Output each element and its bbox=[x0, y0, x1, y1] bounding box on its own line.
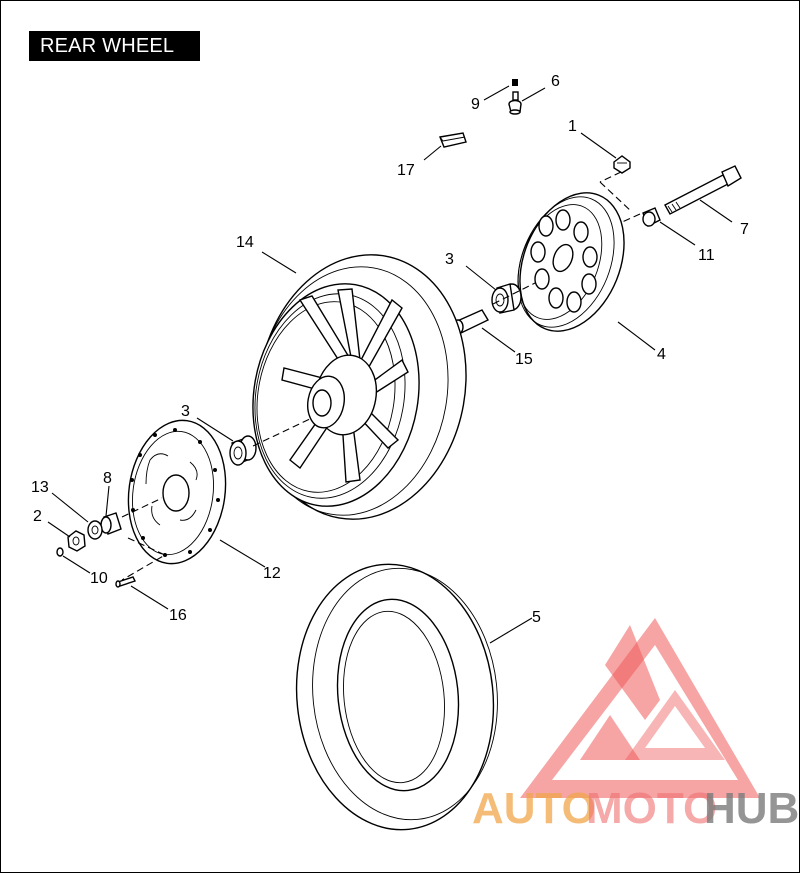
part-3-bearing-upper bbox=[491, 283, 522, 314]
leader-lines bbox=[47, 85, 733, 644]
part-12-brake-rotor bbox=[127, 419, 227, 565]
callout-7: 7 bbox=[740, 221, 749, 238]
sprocket-holes bbox=[530, 209, 598, 313]
part-4-sprocket bbox=[517, 192, 625, 332]
callout-14: 14 bbox=[236, 234, 254, 251]
callout-13: 13 bbox=[31, 479, 49, 496]
callout-6: 6 bbox=[551, 73, 560, 90]
part-9-valve-cap bbox=[512, 79, 518, 86]
callout-3-upper: 3 bbox=[445, 251, 454, 268]
part-17-balance-weight bbox=[439, 132, 467, 148]
part-13-washer bbox=[87, 520, 103, 540]
callout-15: 15 bbox=[515, 351, 533, 368]
callout-16: 16 bbox=[169, 607, 187, 624]
callout-17: 17 bbox=[397, 162, 415, 179]
watermark-logo bbox=[520, 618, 760, 798]
callout-5: 5 bbox=[532, 609, 541, 626]
diagram-title: REAR WHEEL bbox=[29, 31, 200, 61]
part-6-valve-stem bbox=[508, 91, 522, 115]
callout-12: 12 bbox=[263, 565, 281, 582]
callout-1: 1 bbox=[568, 118, 577, 135]
part-2-nut bbox=[67, 530, 86, 552]
callout-2: 2 bbox=[33, 508, 42, 525]
callout-9: 9 bbox=[471, 96, 480, 113]
callout-3-lower: 3 bbox=[181, 403, 190, 420]
part-10-cotter-pin bbox=[56, 537, 167, 581]
part-7-axle bbox=[664, 165, 742, 215]
watermark-text-moto: MOTO bbox=[586, 784, 717, 833]
watermark-text: AUTO MOTO HUB bbox=[472, 784, 799, 833]
rotor-holes bbox=[130, 428, 220, 557]
part-5-tire bbox=[295, 563, 498, 831]
watermark-text-auto: AUTO bbox=[472, 784, 596, 833]
callout-4: 4 bbox=[657, 346, 666, 363]
callout-10: 10 bbox=[90, 570, 108, 587]
callout-8: 8 bbox=[103, 470, 112, 487]
callout-labels: 9 6 1 17 7 11 4 3 15 14 3 12 13 8 2 10 1… bbox=[31, 73, 749, 626]
part-1-screw bbox=[599, 155, 633, 213]
watermark-text-hub: HUB bbox=[704, 784, 799, 833]
part-3-bearing-lower bbox=[229, 417, 313, 466]
callout-11: 11 bbox=[698, 247, 715, 264]
part-16-bolt bbox=[115, 576, 136, 588]
part-14-cast-wheel bbox=[252, 254, 467, 520]
